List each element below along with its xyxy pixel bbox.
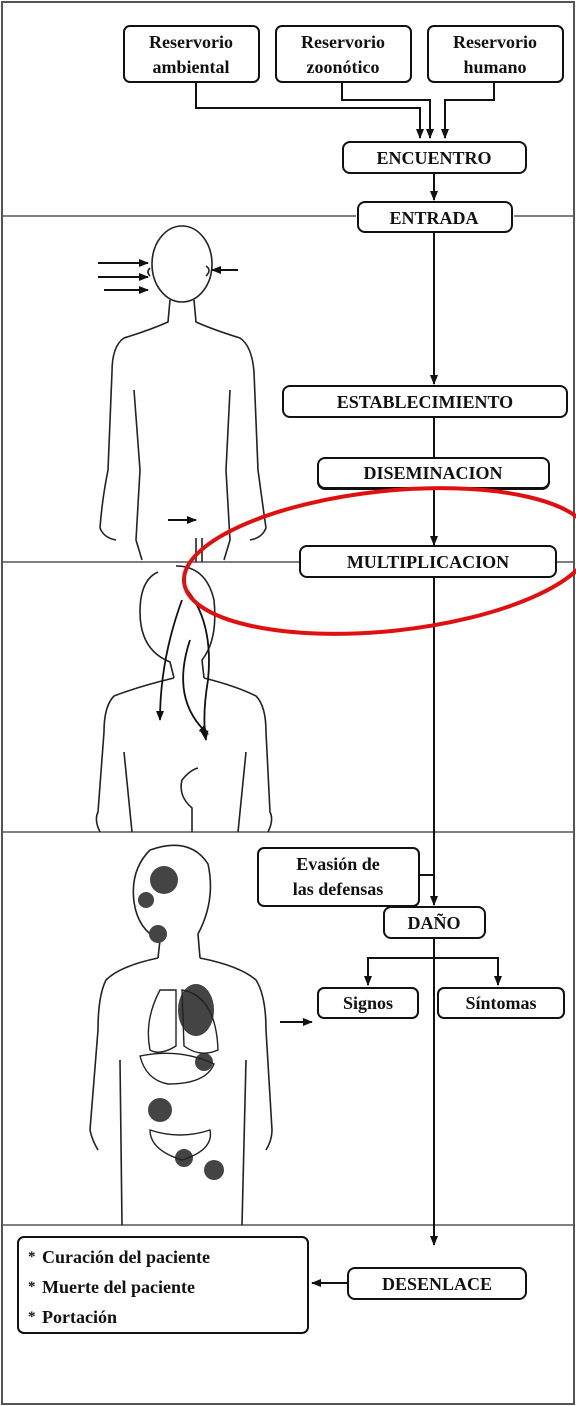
- reservoir-zoonotico-line2: zoonótico: [307, 57, 380, 77]
- stage-entrada: ENTRADA: [358, 202, 512, 232]
- stage-multiplicacion-label: MULTIPLICACION: [347, 552, 509, 572]
- reservoir-ambiental-line1: Reservorio: [149, 32, 233, 52]
- reservoir-zoonotico-line1: Reservorio: [301, 32, 385, 52]
- stage-dano-label: DAÑO: [408, 912, 461, 933]
- stage-desenlace: DESENLACE: [348, 1268, 526, 1299]
- body-figure-dissemination: [96, 566, 271, 832]
- stage-establecimiento: ESTABLECIMIENTO: [283, 386, 567, 417]
- sintomas-label: Síntomas: [465, 993, 536, 1013]
- stage-establecimiento-label: ESTABLECIMIENTO: [337, 392, 513, 412]
- outcome-bullet-1: *: [28, 1249, 36, 1265]
- outcome-bullet-3: *: [28, 1309, 36, 1325]
- intestine-lesion: [148, 1098, 172, 1122]
- entry-arrows: [98, 263, 238, 520]
- evasion-defensas: Evasión de las defensas: [258, 848, 419, 906]
- reservoir-humano: Reservorio humano: [428, 26, 563, 82]
- stage-diseminacion-label: DISEMINACION: [363, 463, 502, 483]
- stage-entrada-label: ENTRADA: [389, 208, 478, 228]
- evasion-line1: Evasión de: [296, 854, 380, 874]
- reservoir-ambiental: Reservorio ambiental: [124, 26, 259, 82]
- reservoir-zoonotico: Reservorio zoonótico: [276, 26, 411, 82]
- head-lesion: [138, 892, 154, 908]
- throat-lesion: [149, 925, 167, 943]
- body-figure-organs: [90, 845, 272, 1225]
- brain-lesion: [150, 866, 178, 894]
- effect-signos: Signos: [318, 988, 418, 1018]
- outcome-bullet-2: *: [28, 1279, 36, 1295]
- stage-desenlace-label: DESENLACE: [382, 1274, 492, 1294]
- stage-diseminacion-main: DISEMINACION: [318, 458, 549, 488]
- leg-lesion: [204, 1160, 224, 1180]
- stage-dano: DAÑO: [384, 907, 485, 938]
- outcome-curacion: Curación del paciente: [42, 1247, 210, 1267]
- reservoir-ambiental-line2: ambiental: [152, 57, 229, 77]
- reservoir-humano-line1: Reservorio: [453, 32, 537, 52]
- section-dividers: [2, 216, 574, 1225]
- stage-encuentro-label: ENCUENTRO: [376, 148, 491, 168]
- outcome-muerte: Muerte del paciente: [42, 1277, 195, 1297]
- outcome-portacion: Portación: [42, 1307, 117, 1327]
- effect-sintomas: Síntomas: [438, 988, 564, 1018]
- signos-label: Signos: [343, 993, 393, 1013]
- organ-lesions: [138, 866, 224, 1180]
- stage-encuentro: ENCUENTRO: [343, 142, 526, 173]
- stage-multiplicacion: MULTIPLICACION: [300, 546, 556, 577]
- outcomes-box: * Curación del paciente * Muerte del pac…: [18, 1237, 308, 1333]
- evasion-line2: las defensas: [293, 879, 384, 899]
- reservoir-humano-line2: humano: [463, 57, 526, 77]
